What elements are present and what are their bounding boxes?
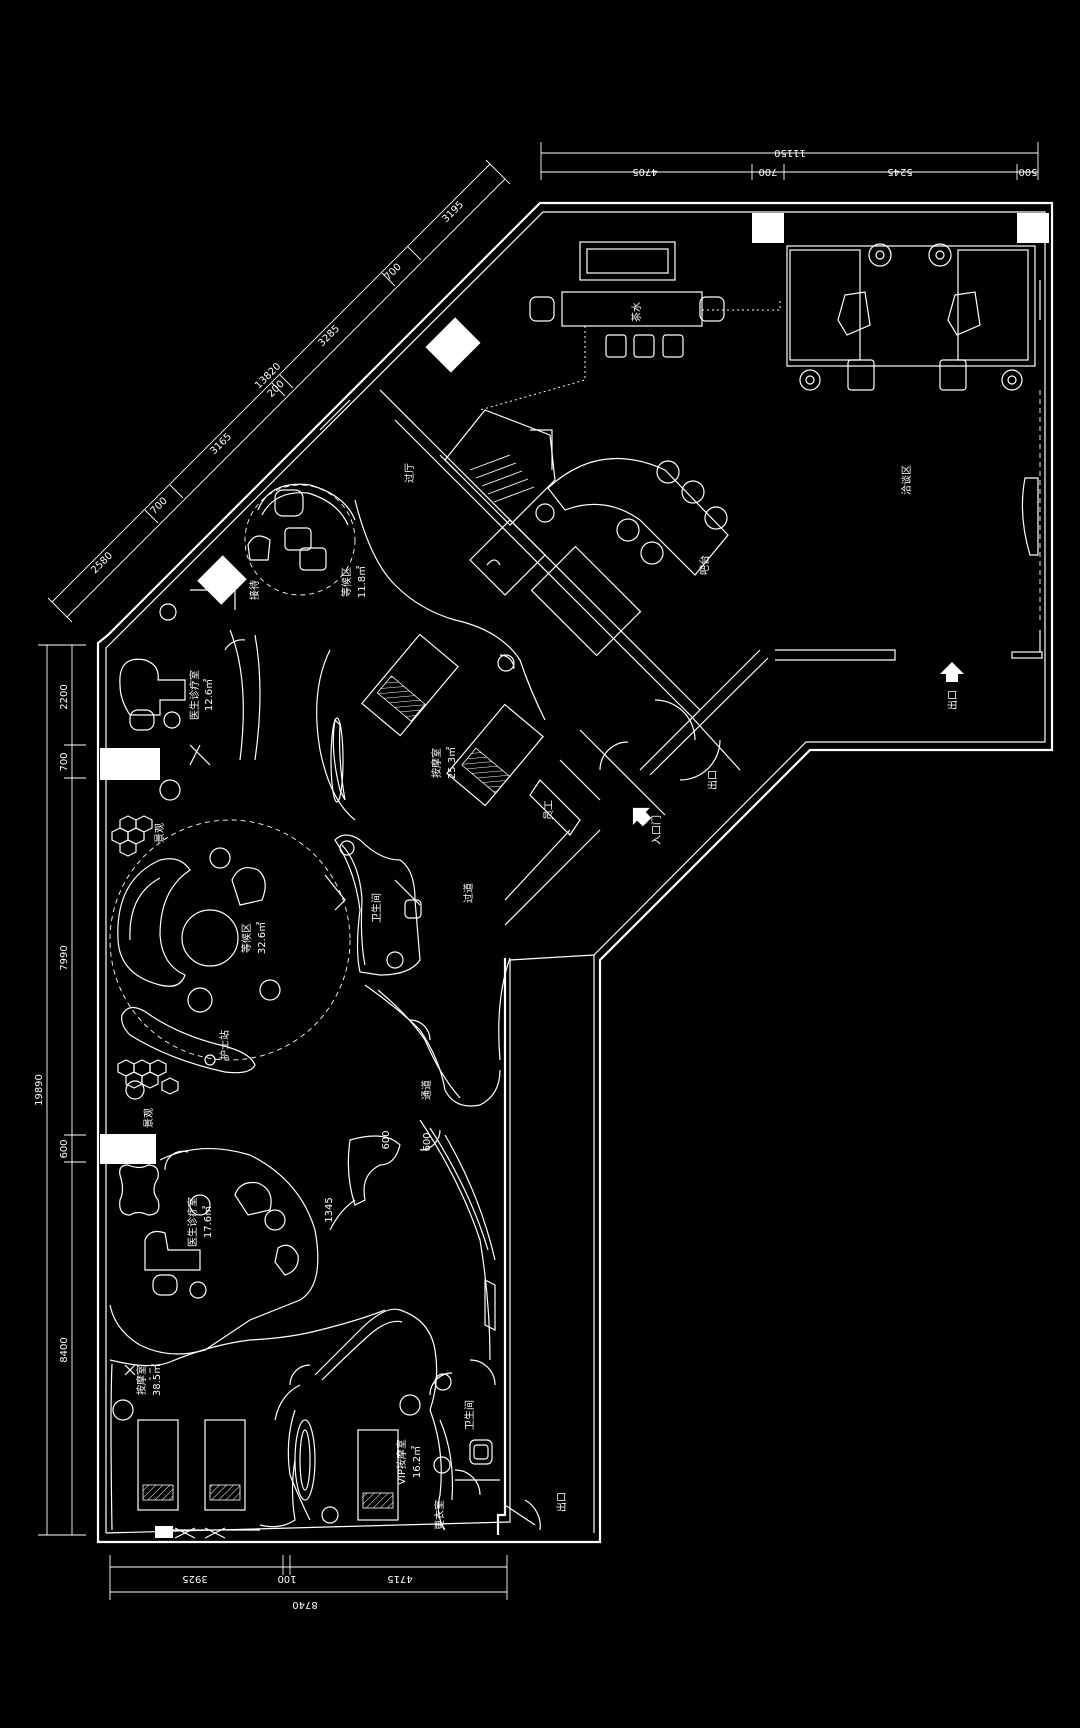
vip-room	[287, 1308, 541, 1531]
dim-inner-2: 600	[422, 1132, 433, 1151]
label-staff: 员工	[543, 800, 555, 820]
dim-bottom-1: 3925	[182, 1573, 207, 1584]
label-treatment-bottom: 按摩室	[135, 1365, 148, 1395]
bar-counter	[469, 457, 729, 657]
dim-left-total: 19890	[34, 1074, 45, 1106]
dim-left-1: 2200	[59, 684, 70, 709]
label-bar: 吧台	[698, 555, 711, 575]
dimension-lines	[38, 142, 1039, 1600]
tea-area-furniture	[479, 241, 781, 411]
label-consult-top-area: 12.6㎡	[203, 679, 215, 711]
office-stair	[319, 389, 556, 526]
dim-top-4: 500	[1018, 166, 1037, 177]
label-nurse: 护士站	[218, 1030, 231, 1060]
label-exit-bottom: 出口	[555, 1492, 568, 1512]
label-wc-bottom: 卫生间	[463, 1400, 476, 1430]
label-entrance-mid: 入口门	[650, 815, 663, 845]
label-wc-mid: 卫生间	[370, 893, 383, 923]
dim-diag-6: 700	[383, 262, 404, 283]
dim-left-4: 600	[59, 1139, 70, 1158]
wc-mid	[334, 834, 422, 976]
room-labels: 洽谈区 茶水 过厅 吧台 等候区 11.8㎡ 接待 按摩室 25.3㎡ 医生诊疗…	[135, 302, 959, 1530]
dim-top-total: 11150	[774, 147, 806, 158]
dim-inner-3: 1345	[324, 1197, 335, 1222]
label-landscape-1: 景观	[154, 823, 166, 843]
label-waiting-mid: 等候区	[240, 923, 253, 953]
dim-top-2: 700	[758, 166, 777, 177]
landscape-hexes-top	[111, 779, 181, 857]
structural-columns	[100, 213, 1049, 1538]
dim-left-2: 700	[59, 752, 70, 771]
label-corridor: 过道	[462, 883, 475, 903]
dim-bottom-2: 100	[277, 1573, 296, 1584]
dim-top-1: 4705	[632, 166, 657, 177]
treatment-bottom-room	[109, 1309, 386, 1539]
waiting-top-furniture	[244, 483, 546, 821]
entrance-arrow-mid	[632, 807, 652, 827]
dim-left-3: 7990	[59, 945, 70, 970]
label-waiting-top-area: 11.8㎡	[356, 566, 368, 598]
label-landscape-2: 景观	[143, 1108, 155, 1128]
dim-diag-2: 700	[149, 496, 170, 517]
label-consult-bottom-area: 17.6㎡	[202, 1206, 214, 1238]
label-entrance-side: 出口	[706, 770, 719, 790]
label-treatment-bottom-area: 38.5㎡	[151, 1364, 163, 1396]
label-treatment-top: 按摩室	[430, 748, 443, 778]
label-treatment-top-area: 25.3㎡	[446, 747, 458, 779]
negotiation-area-furniture	[786, 243, 1043, 659]
consult-top-furniture	[119, 589, 261, 766]
dim-inner-1: 600	[381, 1130, 392, 1149]
corridor-bottom-walls	[329, 1119, 496, 1361]
outer-walls	[96, 201, 1054, 1544]
label-changing: 更衣室	[433, 1500, 446, 1530]
dim-bottom-3: 4715	[387, 1573, 412, 1584]
label-reception: 接待	[248, 580, 261, 600]
consult-bottom-furniture	[109, 1148, 319, 1355]
dim-bottom-total: 8740	[292, 1599, 317, 1610]
label-vip-area: 16.2㎡	[411, 1446, 423, 1478]
label-waiting-top: 等候区	[340, 567, 353, 597]
label-vip: VIP按摩室	[395, 1439, 408, 1485]
label-waiting-mid-area: 32.6㎡	[256, 922, 268, 954]
label-entrance-main: 出口	[946, 690, 959, 710]
landscape-hexes-bottom	[117, 1059, 179, 1100]
corridor-curves	[364, 879, 511, 1107]
label-tea: 茶水	[630, 302, 643, 322]
treatment-top-beds	[361, 633, 544, 807]
waiting-mid-furniture	[109, 819, 351, 1074]
label-passage: 通道	[420, 1080, 433, 1100]
dim-left-5: 8400	[59, 1337, 70, 1362]
entrance-partitions	[394, 414, 896, 926]
label-consult-top: 医生诊疗室	[188, 670, 201, 720]
dim-top-3: 5245	[887, 166, 912, 177]
label-consult-bottom: 医生诊疗室	[186, 1197, 199, 1247]
label-negotiation: 洽谈区	[900, 465, 913, 495]
entrance-arrow-main	[940, 662, 964, 682]
label-office: 过厅	[403, 463, 416, 483]
